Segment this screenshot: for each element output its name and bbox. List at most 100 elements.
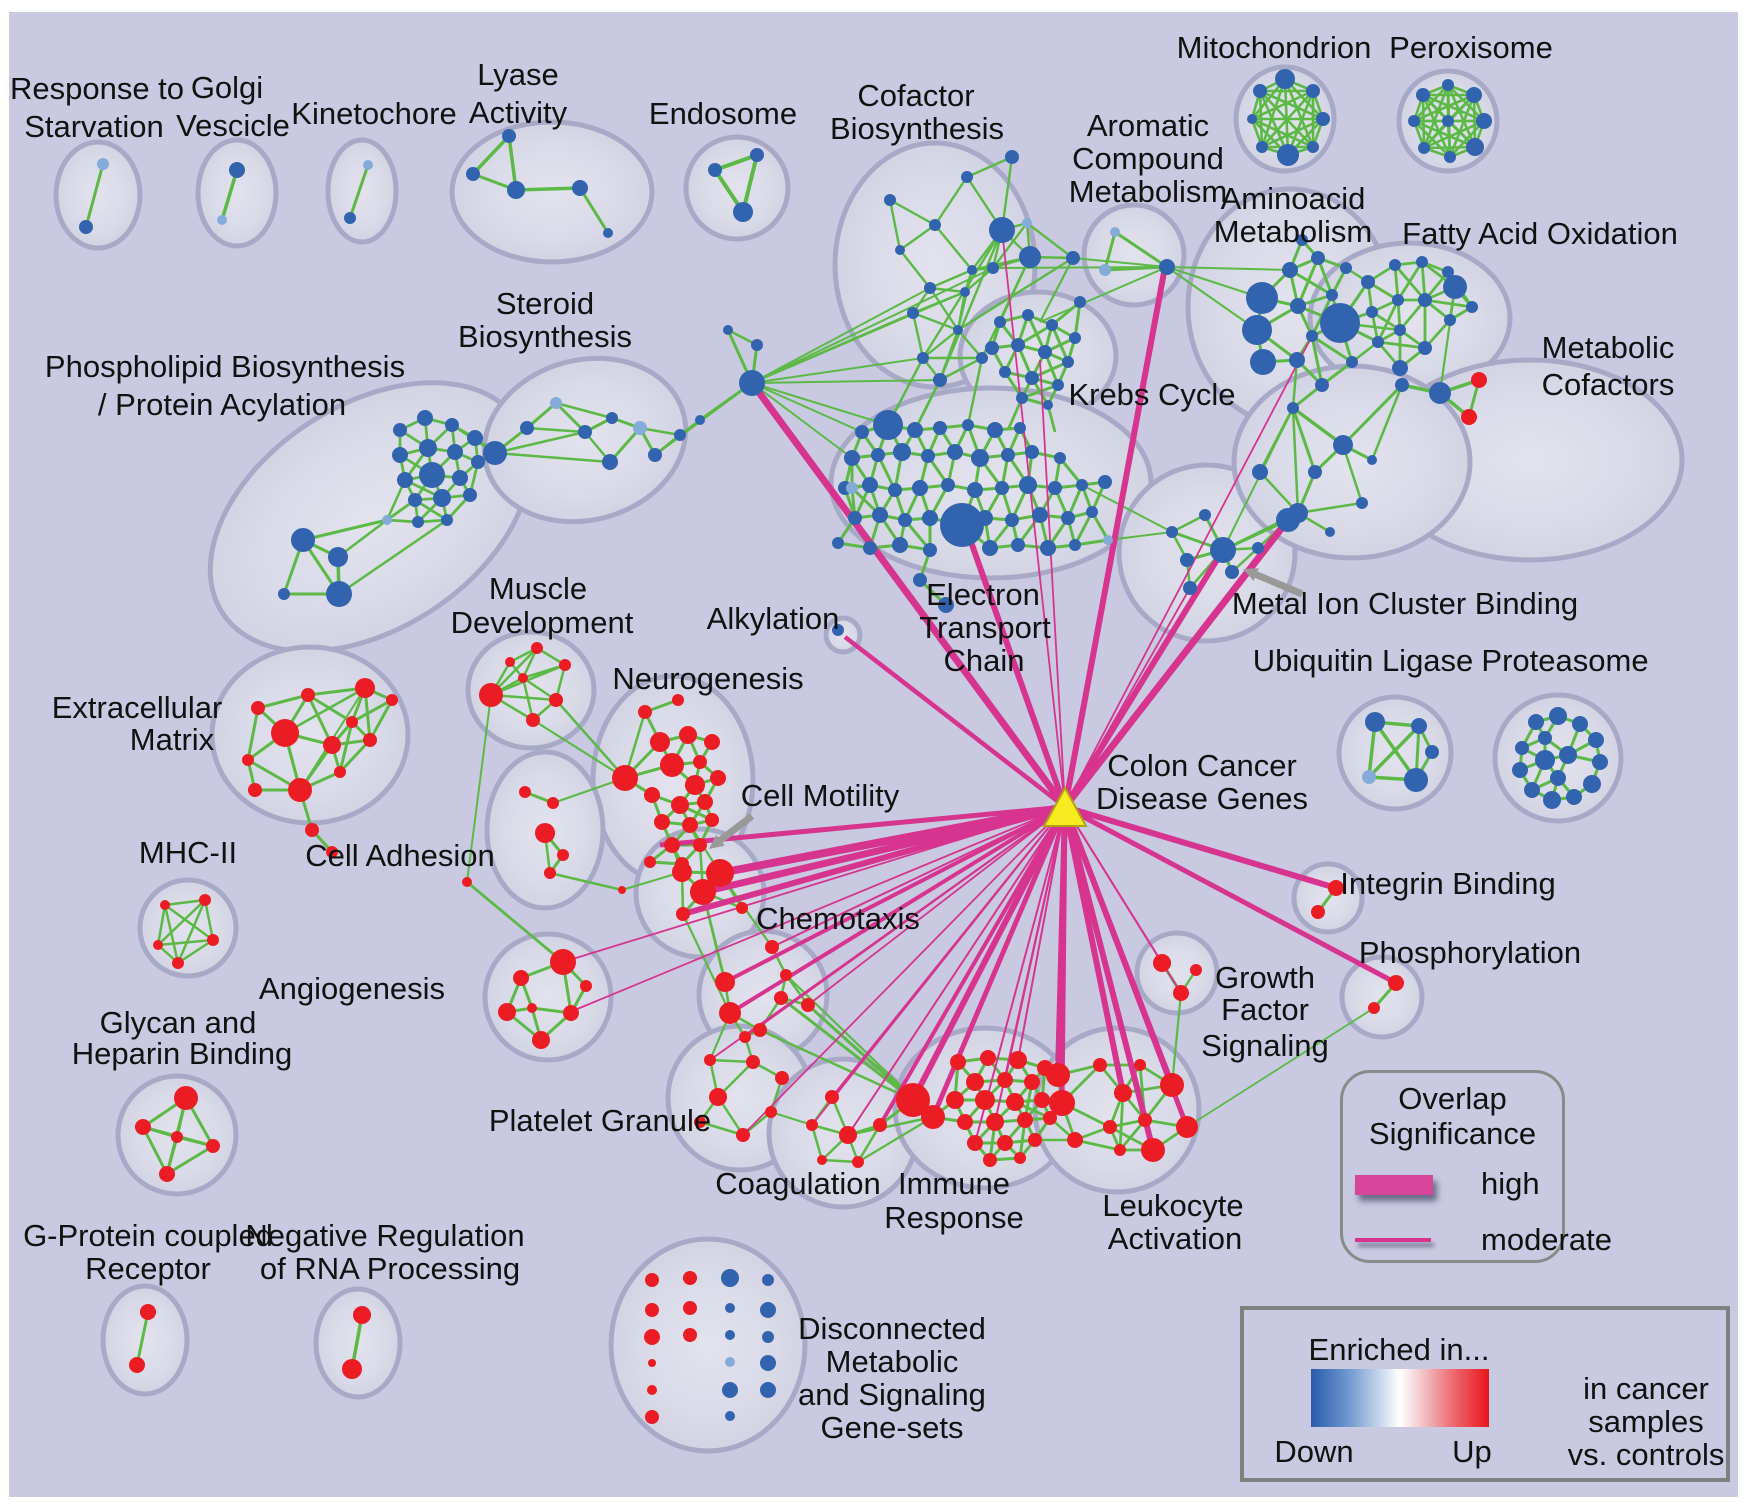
network-node[interactable] <box>1528 714 1544 730</box>
network-node[interactable] <box>559 659 571 671</box>
network-node[interactable] <box>479 683 503 707</box>
network-node[interactable] <box>947 444 963 460</box>
network-node[interactable] <box>1173 985 1189 1001</box>
network-node[interactable] <box>848 511 862 525</box>
network-node[interactable] <box>1392 294 1404 306</box>
network-node[interactable] <box>386 694 398 706</box>
network-node[interactable] <box>544 867 556 879</box>
network-node[interactable] <box>1328 880 1344 896</box>
network-node[interactable] <box>1183 581 1197 595</box>
network-node[interactable] <box>174 1086 198 1110</box>
network-node[interactable] <box>288 778 312 802</box>
network-node[interactable] <box>683 1271 697 1285</box>
network-node[interactable] <box>863 541 877 555</box>
network-node[interactable] <box>705 813 719 827</box>
network-node[interactable] <box>825 1090 839 1104</box>
network-node[interactable] <box>774 991 788 1005</box>
network-node[interactable] <box>602 454 618 470</box>
network-node[interactable] <box>278 588 290 600</box>
network-node[interactable] <box>1388 975 1404 991</box>
network-node[interactable] <box>1340 262 1352 274</box>
network-node[interactable] <box>419 462 445 488</box>
network-node[interactable] <box>1535 750 1555 770</box>
network-node[interactable] <box>160 900 170 910</box>
network-node[interactable] <box>1052 379 1064 391</box>
network-node[interactable] <box>1356 497 1368 509</box>
network-node[interactable] <box>531 642 543 654</box>
network-node[interactable] <box>1190 964 1202 976</box>
network-node[interactable] <box>986 1113 1004 1131</box>
network-node[interactable] <box>1389 259 1401 271</box>
network-node[interactable] <box>895 245 905 255</box>
network-node[interactable] <box>950 1054 966 1070</box>
network-node[interactable] <box>346 716 358 728</box>
network-node[interactable] <box>1411 718 1427 734</box>
network-node[interactable] <box>693 838 707 852</box>
network-node[interactable] <box>1466 87 1482 103</box>
network-node[interactable] <box>961 171 973 183</box>
network-node[interactable] <box>1444 151 1456 163</box>
network-node[interactable] <box>921 1105 945 1129</box>
network-node[interactable] <box>1138 1113 1152 1127</box>
network-node[interactable] <box>953 325 963 335</box>
network-node[interactable] <box>1588 732 1604 748</box>
network-node[interactable] <box>549 693 563 707</box>
network-node[interactable] <box>1067 1132 1083 1148</box>
network-node[interactable] <box>721 1269 739 1287</box>
network-node[interactable] <box>1308 465 1322 479</box>
network-node[interactable] <box>873 1118 887 1132</box>
network-node[interactable] <box>1288 503 1308 523</box>
network-node[interactable] <box>1368 1002 1380 1014</box>
network-node[interactable] <box>1333 435 1353 455</box>
network-node[interactable] <box>765 940 779 954</box>
network-node[interactable] <box>1011 538 1025 552</box>
network-node[interactable] <box>1275 69 1295 89</box>
network-node[interactable] <box>682 817 698 833</box>
network-node[interactable] <box>1247 114 1257 124</box>
network-node[interactable] <box>676 907 690 921</box>
network-node[interactable] <box>1066 251 1080 265</box>
network-node[interactable] <box>685 775 705 795</box>
network-node[interactable] <box>650 732 670 752</box>
network-node[interactable] <box>466 167 480 181</box>
network-node[interactable] <box>844 450 860 466</box>
network-node[interactable] <box>760 1382 776 1398</box>
network-node[interactable] <box>960 287 970 297</box>
network-node[interactable] <box>946 1091 964 1109</box>
network-node[interactable] <box>664 837 680 853</box>
network-node[interactable] <box>1049 1090 1075 1116</box>
network-node[interactable] <box>893 443 911 461</box>
network-node[interactable] <box>1093 1058 1107 1072</box>
network-node[interactable] <box>982 540 998 556</box>
network-node[interactable] <box>433 489 451 507</box>
network-node[interactable] <box>801 998 815 1012</box>
network-node[interactable] <box>1019 246 1041 268</box>
network-node[interactable] <box>1320 303 1360 343</box>
network-node[interactable] <box>323 736 341 754</box>
network-node[interactable] <box>679 726 697 744</box>
network-node[interactable] <box>1346 356 1358 368</box>
network-node[interactable] <box>344 212 356 224</box>
network-node[interactable] <box>852 1156 864 1168</box>
network-node[interactable] <box>1141 1138 1165 1162</box>
network-node[interactable] <box>1404 768 1428 792</box>
network-node[interactable] <box>1043 1111 1057 1125</box>
network-node[interactable] <box>1572 716 1588 732</box>
network-node[interactable] <box>129 1357 145 1373</box>
network-node[interactable] <box>550 397 562 409</box>
network-node[interactable] <box>355 678 375 698</box>
network-node[interactable] <box>725 1303 735 1313</box>
network-node[interactable] <box>1040 540 1056 556</box>
network-node[interactable] <box>251 701 265 715</box>
network-node[interactable] <box>1316 112 1330 126</box>
network-node[interactable] <box>997 1072 1013 1088</box>
network-node[interactable] <box>980 1050 996 1066</box>
network-node[interactable] <box>520 421 534 435</box>
network-node[interactable] <box>832 624 844 636</box>
network-node[interactable] <box>1394 324 1406 336</box>
network-node[interactable] <box>1418 341 1432 355</box>
network-node[interactable] <box>1159 259 1175 275</box>
network-node[interactable] <box>725 1411 735 1421</box>
network-node[interactable] <box>975 1090 995 1110</box>
network-node[interactable] <box>447 444 463 460</box>
